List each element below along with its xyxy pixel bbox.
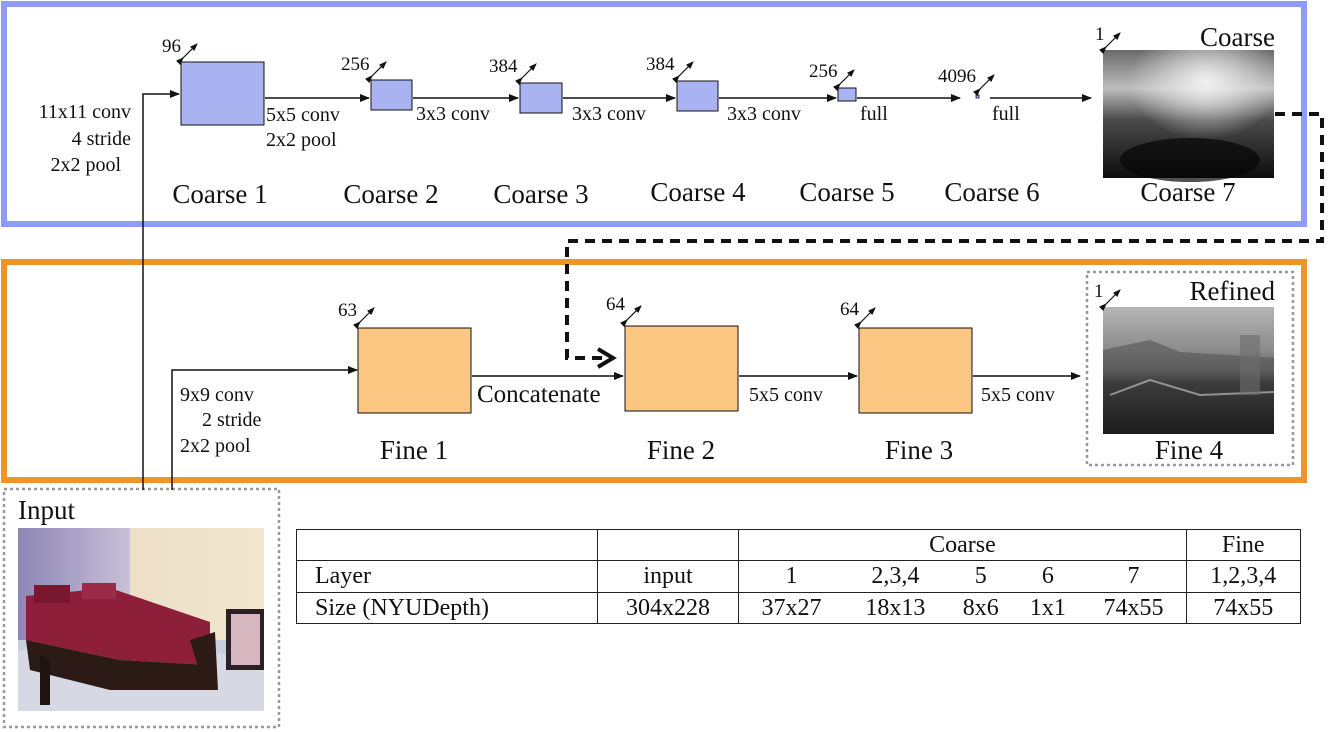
coarse-5-depth: 256 bbox=[809, 61, 838, 82]
fine-input-op-3: 2x2 pool bbox=[180, 435, 251, 457]
fine-input-op-1: 9x9 conv bbox=[180, 384, 254, 406]
refined-output-frame bbox=[1085, 270, 1295, 467]
table-cell: 74x55 bbox=[1081, 591, 1186, 624]
table-header-empty-1 bbox=[297, 530, 598, 561]
table-cell: 6 bbox=[1014, 560, 1082, 593]
coarse-6-label: Coarse 6 bbox=[944, 177, 1039, 207]
coarse-op-1a: 5x5 conv bbox=[266, 104, 340, 126]
coarse-3-block bbox=[519, 82, 563, 114]
coarse-op-5: full bbox=[860, 103, 888, 125]
fine-1-block bbox=[357, 327, 472, 414]
table-cell: 74x55 bbox=[1185, 591, 1301, 624]
table-cell: Size (NYUDepth) bbox=[296, 591, 598, 624]
table-header-coarse: Coarse bbox=[738, 529, 1186, 561]
fine-4-depth-map bbox=[1103, 307, 1275, 434]
table-cell: 8x6 bbox=[947, 591, 1015, 624]
input-frame bbox=[2, 487, 281, 729]
table-cell: Layer bbox=[296, 560, 598, 593]
coarse-input-op-2: 4 stride bbox=[72, 128, 132, 150]
coarse-1-depth: 96 bbox=[162, 36, 181, 57]
table-header-fine: Fine bbox=[1185, 529, 1301, 561]
coarse-op-2: 3x3 conv bbox=[416, 103, 490, 125]
fine-2-depth: 64 bbox=[606, 294, 626, 315]
fine-4-label: Fine 4 bbox=[1155, 435, 1224, 465]
fine-op-3: 5x5 conv bbox=[981, 384, 1055, 406]
coarse-1-label: Coarse 1 bbox=[172, 179, 267, 209]
fine-network-frame bbox=[1, 259, 1307, 483]
table-cell: 7 bbox=[1081, 560, 1186, 593]
coarse-7-label: Coarse 7 bbox=[1140, 177, 1235, 207]
input-to-coarse-line bbox=[142, 90, 180, 490]
fine-op-2: 5x5 conv bbox=[749, 384, 823, 406]
table-cell: 5 bbox=[947, 560, 1015, 593]
input-to-fine-line bbox=[171, 366, 358, 490]
fine-1-depth: 63 bbox=[338, 300, 357, 321]
coarse-7-depth-map bbox=[1103, 50, 1274, 182]
fine-2-label: Fine 2 bbox=[647, 435, 715, 465]
input-bedroom-photo bbox=[18, 528, 264, 711]
fine-2-block bbox=[624, 325, 739, 412]
fine-3-block bbox=[858, 327, 973, 414]
table-cell: 18x13 bbox=[843, 591, 948, 624]
coarse-1-block bbox=[180, 61, 265, 126]
coarse-3-label: Coarse 3 bbox=[493, 179, 588, 209]
coarse-2-label: Coarse 2 bbox=[343, 179, 438, 209]
table-row-layer: Layer input 1 2,3,4 5 6 7 1,2,3,4 bbox=[296, 560, 1301, 593]
coarse-op-3: 3x3 conv bbox=[572, 103, 646, 125]
table-cell: 304x228 bbox=[596, 591, 739, 624]
coarse-input-op-3: 2x2 pool bbox=[50, 154, 121, 176]
fine-input-op-2: 2 stride bbox=[202, 409, 262, 431]
coarse-op-6: full bbox=[992, 103, 1020, 125]
coarse-5-label: Coarse 5 bbox=[799, 177, 894, 207]
fine-op-concatenate: Concatenate bbox=[477, 381, 601, 408]
fine-4-depth: 1 bbox=[1094, 281, 1104, 302]
table-cell: input bbox=[596, 560, 739, 593]
coarse-4-block bbox=[676, 80, 719, 112]
table-header-empty-2 bbox=[596, 529, 739, 561]
coarse-5-block bbox=[837, 87, 857, 102]
table-cell: 2,3,4 bbox=[843, 560, 948, 593]
table-cell: 1,2,3,4 bbox=[1185, 560, 1301, 593]
table-cell: 1x1 bbox=[1014, 591, 1082, 624]
coarse-op-4: 3x3 conv bbox=[727, 103, 801, 125]
coarse-input-op-1: 11x11 conv bbox=[39, 101, 131, 123]
fine-depth-annotations: 63 64 64 1 bbox=[338, 281, 1121, 329]
coarse-7-depth: 1 bbox=[1095, 24, 1105, 45]
coarse-depth-annotations: 96 256 384 384 256 4096 1 bbox=[162, 24, 1121, 96]
fine-3-label: Fine 3 bbox=[885, 435, 953, 465]
table-cell: 1 bbox=[738, 560, 844, 593]
layer-size-table: Coarse Fine Layer input 1 2,3,4 5 6 7 1,… bbox=[296, 529, 1301, 624]
table-row-size: Size (NYUDepth) 304x228 37x27 18x13 8x6 … bbox=[296, 591, 1301, 624]
coarse-corner-label: Coarse bbox=[1200, 22, 1275, 52]
coarse-op-1b: 2x2 pool bbox=[266, 129, 337, 151]
connector-arrowhead bbox=[596, 347, 617, 369]
coarse-4-depth: 384 bbox=[646, 54, 675, 75]
coarse-6-depth: 4096 bbox=[938, 66, 976, 87]
coarse-2-depth: 256 bbox=[341, 54, 370, 75]
fine-1-label: Fine 1 bbox=[380, 435, 448, 465]
coarse-3-depth: 384 bbox=[489, 56, 518, 77]
input-label: Input bbox=[18, 495, 75, 525]
coarse-2-block bbox=[370, 79, 413, 111]
refined-corner-label: Refined bbox=[1190, 276, 1276, 306]
coarse-4-label: Coarse 4 bbox=[650, 177, 746, 207]
coarse-6-block bbox=[975, 94, 980, 99]
coarse-network-frame bbox=[1, 1, 1307, 227]
table-cell: 37x27 bbox=[738, 591, 844, 624]
coarse-to-fine-connector bbox=[565, 112, 1324, 360]
fine-3-depth: 64 bbox=[840, 299, 860, 320]
